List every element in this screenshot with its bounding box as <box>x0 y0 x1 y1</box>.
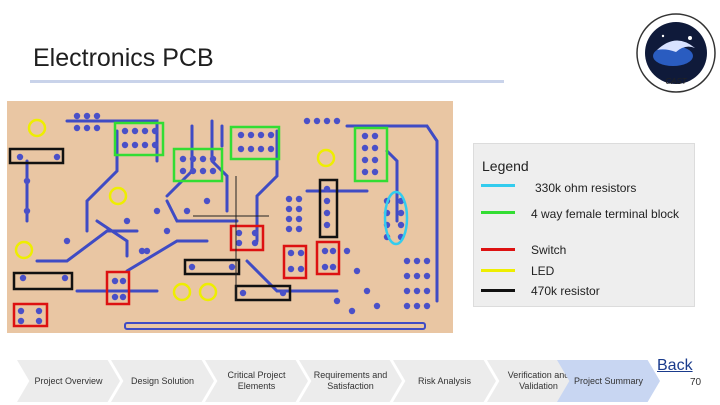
nav-label: Requirements and Satisfaction <box>313 370 388 391</box>
nav-label: Critical Project Elements <box>227 370 286 391</box>
legend-swatch <box>481 289 515 292</box>
legend-label: Switch <box>531 243 567 257</box>
back-link[interactable]: Back <box>657 357 693 374</box>
legend-label: 330k ohm resistors <box>535 181 637 195</box>
svg-text:CAST: CAST <box>665 77 687 86</box>
legend-label: LED <box>531 264 555 278</box>
legend-swatch <box>481 269 515 272</box>
nav-label: Verification and Validation <box>507 370 570 391</box>
pcb-layout-image <box>7 101 453 333</box>
legend-swatch <box>481 248 515 251</box>
nav-label: Design Solution <box>130 375 195 386</box>
nav-risk-analysis[interactable]: Risk Analysis <box>393 360 496 402</box>
legend-title: Legend <box>482 158 529 174</box>
legend-label: 470k resistor <box>531 284 600 298</box>
nav-critical-project-elements[interactable]: Critical Project Elements <box>205 360 308 402</box>
nav-design-solution[interactable]: Design Solution <box>111 360 214 402</box>
title-underline <box>30 80 504 83</box>
section-nav: Project Overview Design Solution Critica… <box>17 360 667 402</box>
nav-label: Project Summary <box>573 375 644 386</box>
mission-logo-icon: CAST <box>636 13 716 93</box>
slide-title: Electronics PCB <box>33 44 214 72</box>
legend-swatch <box>481 184 515 187</box>
nav-project-summary[interactable]: Project Summary <box>557 360 660 402</box>
page-number: 70 <box>690 377 702 388</box>
nav-label: Risk Analysis <box>417 375 471 386</box>
legend-label: 4 way female terminal block <box>531 207 680 221</box>
nav-label: Project Overview <box>34 375 103 386</box>
legend-panel: Legend 330k ohm resistors 4 way female t… <box>473 143 695 307</box>
nav-requirements-satisfaction[interactable]: Requirements and Satisfaction <box>299 360 402 402</box>
legend-swatch <box>481 211 515 214</box>
nav-project-overview[interactable]: Project Overview <box>17 360 120 402</box>
